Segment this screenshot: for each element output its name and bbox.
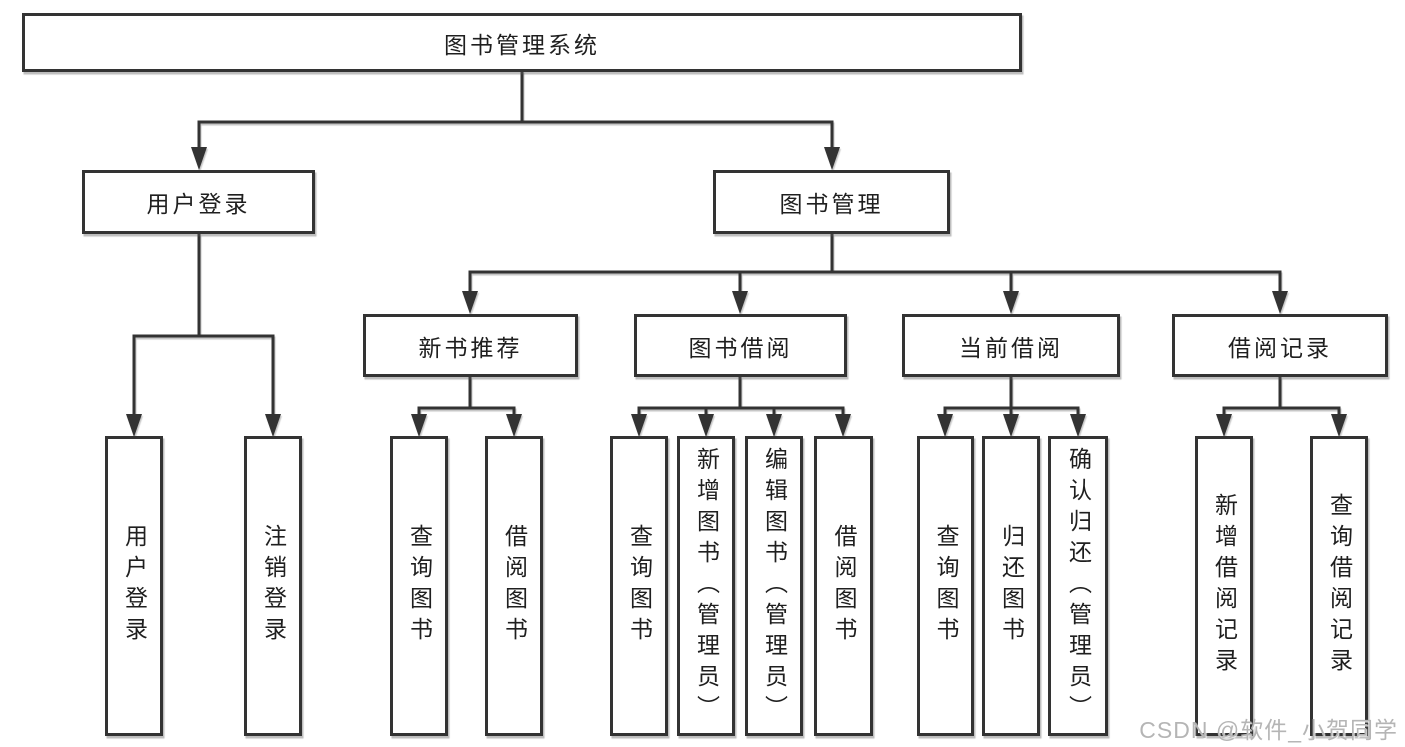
node-current-borrow: 当前借阅 [902,314,1120,377]
leaf-query-books: 查询图书 [390,436,448,736]
node-borrow-records: 借阅记录 [1172,314,1388,377]
leaf-return-book-label: 归还图书 [998,524,1025,648]
leaf-return-book: 归还图书 [982,436,1040,736]
leaf-query-borrow-record-label: 查询借阅记录 [1326,493,1353,679]
leaf-add-borrow-record-label: 新增借阅记录 [1211,493,1238,679]
connector-newbook-to-leaves [417,377,516,416]
leaf-query-borrow-record: 查询借阅记录 [1310,436,1368,736]
node-root: 图书管理系统 [22,13,1022,72]
leaf-logout: 注销登录 [244,436,302,736]
leaf-edit-book-admin: 编辑图书（管理员） [745,436,803,736]
watermark: CSDN @软件_小贺同学 [1139,717,1398,743]
leaf-user-login: 用户登录 [105,436,163,736]
leaf-add-borrow-record: 新增借阅记录 [1195,436,1253,736]
connector-userlogin-to-leaves [132,234,275,416]
node-book-management-label: 图书管理 [779,191,884,217]
connector-records-to-leaves [1222,377,1341,416]
node-root-label: 图书管理系统 [444,31,600,58]
leaf-query-books-label: 查询图书 [406,524,433,648]
leaf-borrow-books: 借阅图书 [485,436,543,736]
leaf-borrow-books-label: 借阅图书 [831,524,857,648]
node-user-login-label: 用户登录 [146,191,251,217]
leaf-query-books: 查询图书 [917,436,974,736]
node-new-book-recommend-label: 新书推荐 [418,334,523,361]
leaf-borrow-books-label: 借阅图书 [501,524,528,648]
connector-root-to-level2 [197,71,834,149]
connector-bookmgmt-to-sections [468,234,1282,293]
node-current-borrow-label: 当前借阅 [959,334,1063,361]
connector-lines [132,71,1341,416]
leaf-query-books-label: 查询图书 [626,524,653,648]
leaf-confirm-return-admin: 确认归还（管理员） [1048,436,1108,736]
node-book-management: 图书管理 [713,170,950,234]
node-user-login: 用户登录 [82,170,315,234]
leaf-borrow-books: 借阅图书 [814,436,873,736]
connector-bookborrow-to-leaves [637,377,845,416]
leaf-query-books: 查询图书 [610,436,668,736]
node-book-borrow-label: 图书借阅 [688,334,793,361]
node-new-book-recommend: 新书推荐 [363,314,578,377]
connector-currentborrow-to-leaves [943,377,1080,416]
node-book-borrow: 图书借阅 [634,314,847,377]
leaf-logout-label: 注销登录 [260,524,287,648]
leaf-edit-book-admin-label: 编辑图书（管理员） [761,446,788,726]
leaf-query-books-label: 查询图书 [933,524,959,648]
node-borrow-records-label: 借阅记录 [1228,334,1332,361]
leaf-user-login-label: 用户登录 [121,524,148,648]
leaf-confirm-return-admin-label: 确认归还（管理员） [1065,446,1092,726]
leaf-add-book-admin-label: 新增图书（管理员） [693,446,720,726]
arrowheads [126,147,1347,437]
leaf-add-book-admin: 新增图书（管理员） [677,436,735,736]
